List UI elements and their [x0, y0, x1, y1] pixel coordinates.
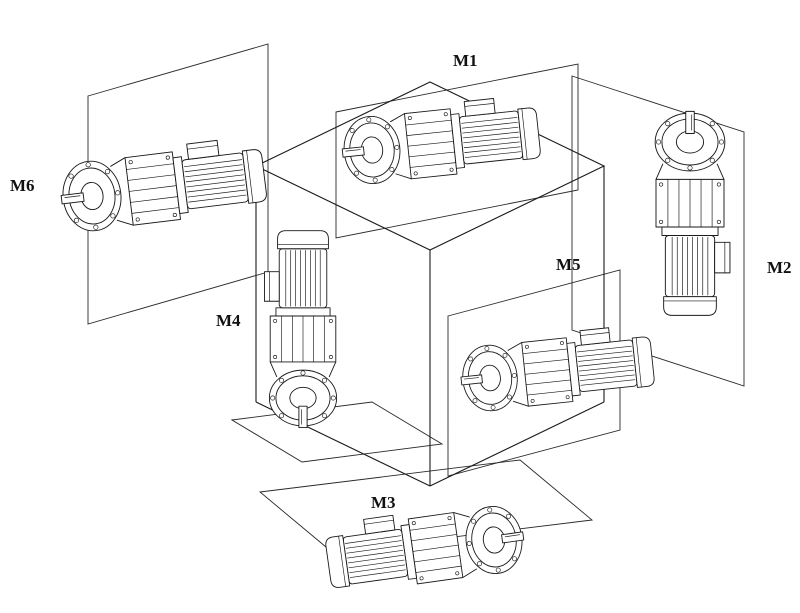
label-m4: M4: [216, 311, 241, 330]
label-m5: M5: [556, 255, 581, 274]
label-m3: M3: [371, 493, 396, 512]
gearmotor-m3: [322, 497, 529, 598]
mounting-plane-m3: [258, 459, 594, 553]
gearmotor-m6: [56, 134, 269, 235]
gearmotor-m4: [264, 230, 338, 428]
label-m6: M6: [10, 176, 35, 195]
mounting-plane-m4: [230, 401, 444, 463]
gearmotor-m2: [654, 110, 731, 316]
gearmotor-m1: [338, 93, 543, 187]
gearmotor-m5: [456, 323, 657, 415]
label-m2: M2: [767, 258, 792, 277]
mounting-plane-m1: [335, 63, 579, 239]
mounting-plane-m5: [447, 269, 621, 477]
label-m1: M1: [453, 51, 478, 70]
